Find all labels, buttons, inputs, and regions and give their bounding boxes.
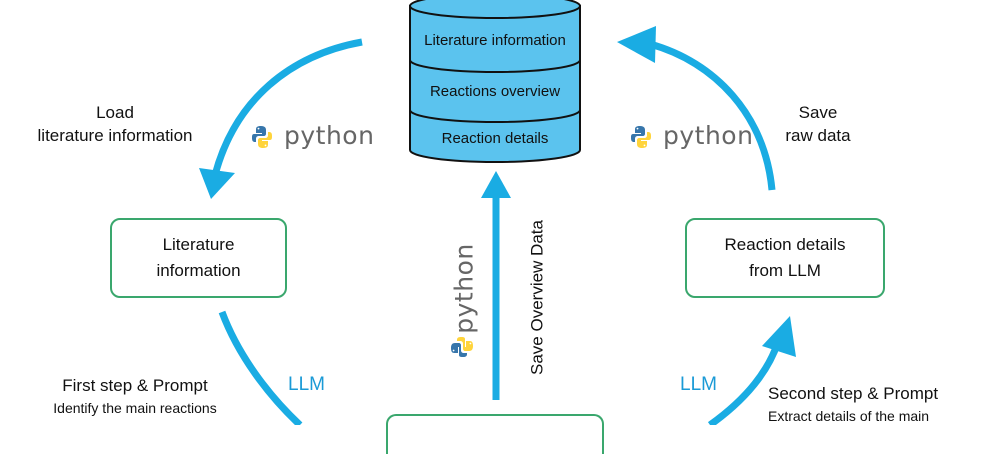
db-row-details: Reaction details [441,130,549,147]
python-logo-icon [252,126,272,148]
second-step-subtitle: Extract details of the main [768,408,930,424]
box-line: information [156,261,241,280]
save-overview-label: Save Overview Data [527,220,547,375]
arrow-save-raw-head [617,26,656,63]
arrow-save-raw [649,40,776,191]
box-line: from LLM [749,261,821,280]
arrow-second-step [707,340,782,425]
arrow-second-step-head [762,316,796,357]
first-step-title: First step & Prompt [62,376,208,395]
second-step-label: Second step & Prompt Extract details of … [768,383,983,427]
arrow-save-overview-head [481,171,511,198]
literature-information-box: Literature information [110,218,287,298]
llm-label-right: LLM [680,374,717,395]
database-cylinder [409,0,581,163]
arrow-load-head [199,168,235,199]
arrow-load-literature [211,38,363,176]
load-label-line1: Load [96,103,134,122]
python-wordmark: python [449,243,479,334]
first-step-label: First step & Prompt Identify the main re… [20,375,250,419]
llm-label-left: LLM [288,374,325,395]
save-raw-line1: Save [798,103,838,122]
diagram-canvas [199,0,796,425]
box-line: Reaction details [724,235,846,254]
save-raw-line2: raw data [785,126,851,145]
load-label-line2: literature information [37,126,193,145]
arrow-first-step [218,310,303,425]
python-wordmark: python [284,121,375,150]
db-row-literature: Literature information [424,32,566,49]
reaction-details-box: Reaction details from LLM [685,218,885,298]
second-step-title: Second step & Prompt [768,384,939,403]
python-logo-icon [451,337,473,357]
box-line: Literature [162,235,235,254]
load-label: Load literature information [20,101,210,147]
db-row-overview: Reactions overview [429,83,561,100]
center-bottom-box [386,414,604,454]
first-step-subtitle: Identify the main reactions [53,400,217,416]
save-raw-label: Save raw data [776,101,860,147]
python-wordmark: python [663,121,754,150]
python-logo-icon [631,126,651,148]
